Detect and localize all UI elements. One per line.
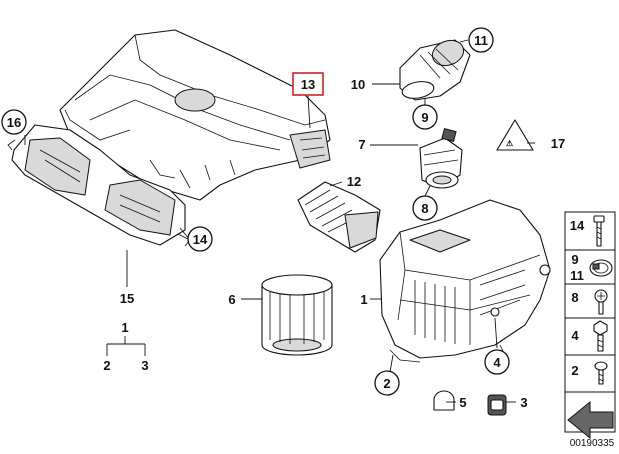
short-screw-icon [594,361,608,385]
intake-boot-drawing [399,39,471,101]
document-number: 00190335 [570,438,615,449]
long-screw-icon [593,215,605,247]
hardware-row-label: 14 [570,218,585,233]
callout-15: 15 [120,291,134,306]
filter-element-drawing [261,274,333,356]
callout-4: 4 [493,355,501,370]
callout-12: 12 [347,174,361,189]
callout-11: 11 [474,33,488,48]
legend-group-top: 1 [121,320,128,335]
callout-4-circle [484,349,510,375]
leader-lines [24,39,535,403]
warning-label-drawing: ⚠︎ [496,119,534,151]
grommet-part-drawing [487,394,507,416]
resonator-duct-drawing [7,124,191,247]
callout-7: 7 [358,137,365,152]
callout-8: 8 [421,201,428,216]
callout-8-circle [412,195,438,221]
callout-13-highlight-box [292,72,324,96]
maf-sensor-drawing [419,128,463,189]
hardware-panel: 14 9 11 8 4 2 [564,211,616,440]
callout-2-circle [374,370,400,396]
hose-clamp-icon [589,259,613,277]
callout-11-circle [468,27,494,53]
callout-6: 6 [228,292,235,307]
callout-2: 2 [383,376,390,391]
hardware-row-label: 11 [570,268,584,283]
flange-screw-icon [594,289,608,315]
hardware-row-label: 4 [571,328,579,343]
filter-housing-drawing [379,199,551,363]
cap-part-drawing [433,390,455,411]
callout-3: 3 [520,395,527,410]
legend-group-left: 2 [103,358,110,373]
callout-14: 14 [193,232,208,247]
callout-16: 16 [7,115,21,130]
direction-arrow-icon [567,400,614,440]
hex-bolt-icon [593,320,608,352]
callout-14-circle [187,226,213,252]
legend-group-right: 3 [141,358,148,373]
callout-13: 13 [301,77,315,92]
callouts: 13 11 10 9 16 7 17 12 8 14 15 6 1 4 2 5 … [1,27,565,410]
callout-1: 1 [360,292,367,307]
callout-9-circle [412,104,438,130]
intake-duct-drawing [297,181,381,253]
callout-10: 10 [351,77,365,92]
svg-text:⚠︎: ⚠︎ [506,139,513,148]
callout-5: 5 [459,395,466,410]
callout-9: 9 [421,110,428,125]
hardware-row-label: 8 [571,290,578,305]
hardware-row-label: 2 [571,363,578,378]
callout-17: 17 [551,136,565,151]
hardware-row-label: 9 [571,252,578,267]
intake-cover-drawing [59,29,331,201]
callout-16-circle [1,109,27,135]
